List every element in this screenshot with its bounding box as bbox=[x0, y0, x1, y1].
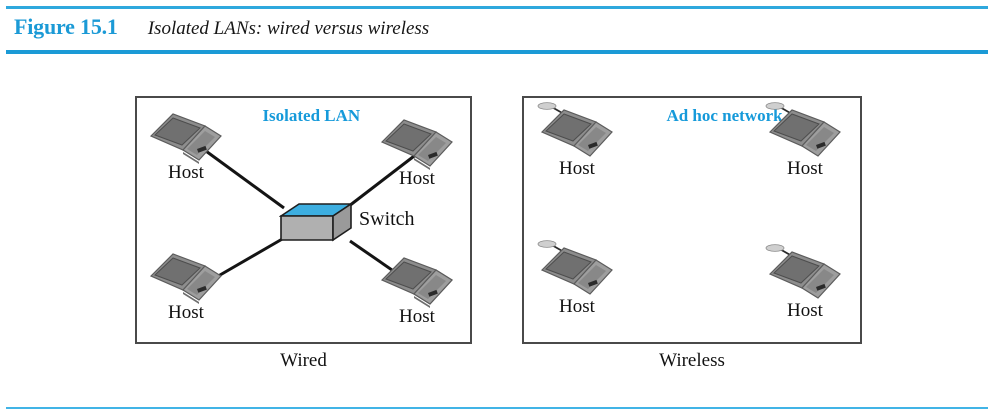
caption-wired: Wired bbox=[280, 350, 327, 371]
host-label: Host bbox=[559, 296, 595, 317]
laptop-wireless-icon bbox=[537, 102, 613, 157]
laptop-icon bbox=[380, 119, 453, 170]
host-node-wireless-bottom-right: Host bbox=[762, 244, 848, 328]
host-node-wireless-top-right: Host bbox=[762, 102, 848, 186]
figure-number: Figure 15.1 bbox=[14, 14, 118, 39]
laptop-icon bbox=[149, 113, 222, 164]
laptop-icon bbox=[380, 257, 453, 308]
switch-label: Switch bbox=[359, 208, 415, 230]
host-label: Host bbox=[559, 158, 595, 179]
panel-wired: Isolated LAN Switch Host bbox=[135, 96, 472, 344]
host-label: Host bbox=[787, 300, 823, 321]
panel-heading-ad-hoc-network: Ad hoc network bbox=[666, 106, 783, 125]
laptop-icon bbox=[149, 253, 222, 304]
host-node-wired-bottom-left: Host bbox=[143, 246, 229, 330]
host-label: Host bbox=[168, 302, 204, 323]
host-label: Host bbox=[168, 162, 204, 183]
host-node-wireless-bottom-left: Host bbox=[534, 240, 620, 324]
title-underline-rule bbox=[6, 50, 988, 54]
panel-heading-isolated-lan: Isolated LAN bbox=[262, 106, 361, 125]
host-label: Host bbox=[787, 158, 823, 179]
figure-title: Isolated LANs: wired versus wireless bbox=[147, 18, 430, 39]
top-rule bbox=[6, 6, 988, 9]
laptop-wireless-icon bbox=[765, 102, 841, 157]
host-node-wired-top-right: Host bbox=[374, 112, 460, 196]
bottom-rule bbox=[6, 407, 988, 409]
laptop-wireless-icon bbox=[765, 244, 841, 299]
host-node-wireless-top-left: Host bbox=[534, 102, 620, 186]
host-node-wired-top-left: Host bbox=[143, 106, 229, 190]
host-label: Host bbox=[399, 168, 435, 189]
switch-device bbox=[279, 202, 353, 242]
caption-wireless: Wireless bbox=[659, 350, 725, 371]
laptop-wireless-icon bbox=[537, 240, 613, 295]
host-label: Host bbox=[399, 306, 435, 327]
host-node-wired-bottom-right: Host bbox=[374, 250, 460, 334]
panel-wireless: Ad hoc network Host bbox=[522, 96, 862, 344]
figure-header: Figure 15.1 Isolated LANs: wired versus … bbox=[14, 14, 429, 40]
